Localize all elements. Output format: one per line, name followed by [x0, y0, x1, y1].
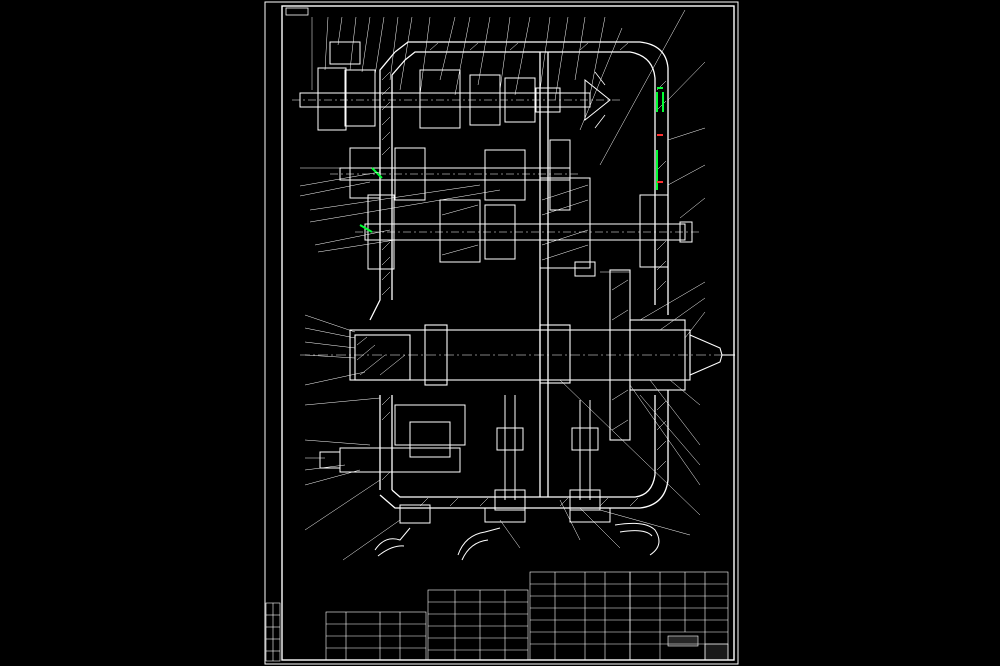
spindle-hatching: [356, 279, 629, 431]
top-leaders: [311, 9, 706, 219]
lower-mechanism: [319, 395, 611, 524]
left-leaders: [299, 167, 501, 561]
right-leaders: [499, 281, 706, 549]
sheet-border: [264, 1, 739, 665]
gearbox-housing: [369, 41, 669, 509]
parts-list-left: [325, 611, 427, 661]
input-shaft: [292, 41, 620, 131]
binding-strip: [265, 602, 281, 662]
operating-levers: [374, 522, 660, 561]
parts-list-right: [529, 571, 631, 661]
main-spindle: [300, 269, 735, 441]
gear-hatching: [441, 184, 630, 273]
parts-list-middle: [427, 589, 529, 661]
housing-hatching: [381, 42, 667, 507]
highlight-marks: [359, 87, 664, 233]
intermediate-shaft-2: [355, 177, 700, 277]
title-block: [629, 571, 729, 661]
intermediate-shaft-1: [330, 139, 580, 211]
